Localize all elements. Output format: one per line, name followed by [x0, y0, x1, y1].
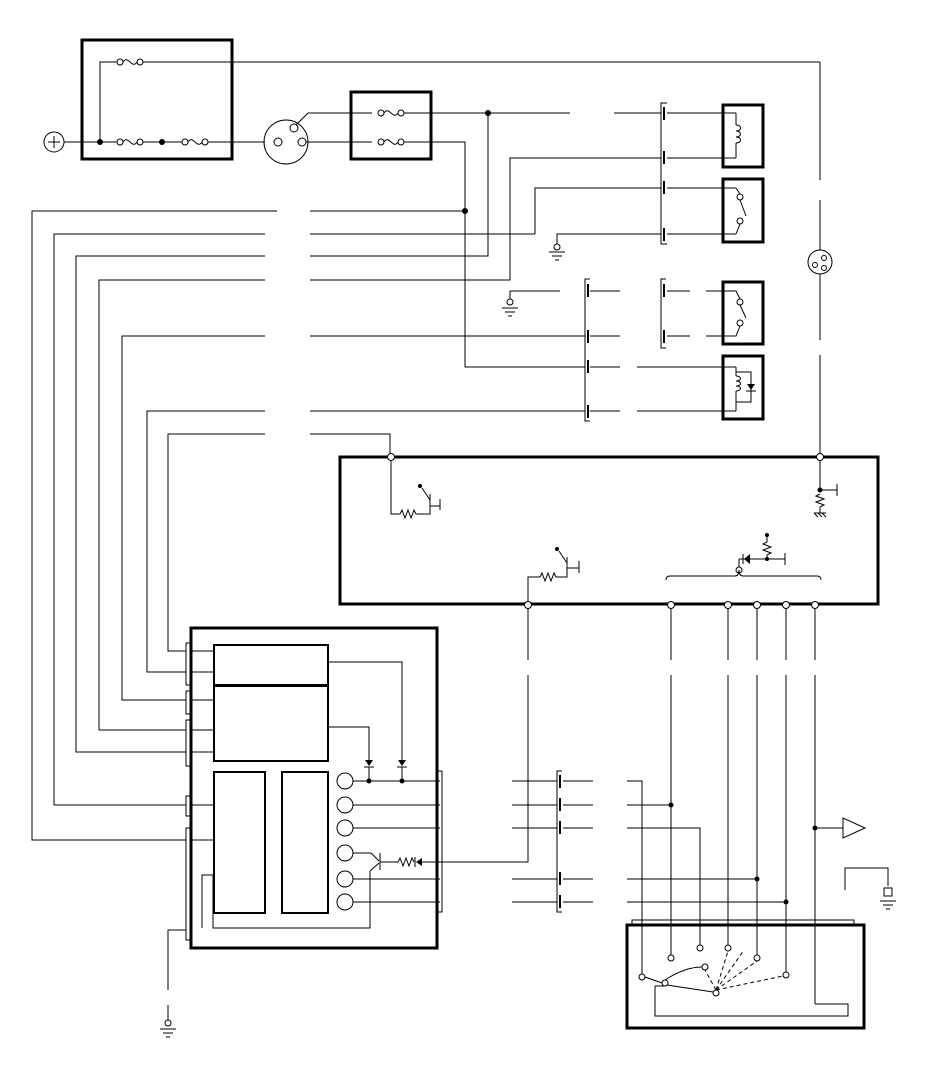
fuse-icon: [100, 138, 144, 146]
fuse-box: [80, 38, 820, 161]
diode-icon: [397, 760, 407, 768]
resistor-icon: [761, 533, 773, 559]
ground-icon: [160, 929, 186, 1038]
relay-icon: [721, 177, 765, 244]
ignition-switch-icon[interactable]: [263, 112, 372, 165]
relay-icon: [721, 354, 765, 421]
diode-network: [665, 533, 822, 581]
diode-icon: [742, 554, 750, 564]
fuse-icon: [377, 138, 405, 146]
rotary-switch-module: [625, 919, 866, 1030]
harness-wires: [31, 157, 614, 841]
fuse-box-secondary: [349, 90, 570, 368]
connector-lower: [512, 770, 789, 925]
battery-positive-icon: [43, 131, 100, 153]
transistor-icon: [390, 461, 441, 520]
fuse-icon: [377, 109, 405, 117]
diode-icon: [746, 384, 756, 392]
resistor-icon: [813, 461, 838, 518]
control-module: [338, 453, 880, 609]
lamp-icon: [807, 249, 833, 275]
fuse-icon: [99, 58, 144, 142]
relay-icon: [706, 280, 765, 346]
transistor-icon: [527, 547, 580, 601]
diode-icon: [364, 760, 374, 768]
fuse-icon: [181, 138, 209, 146]
rotary-switch-icon[interactable]: [644, 949, 849, 1017]
ground-icon: [502, 290, 560, 317]
connector-middle: [570, 278, 736, 422]
connector-upper: [614, 102, 736, 245]
module-output-wires: [440, 609, 816, 925]
ground-icon: [844, 867, 896, 910]
transistor-icon: [201, 852, 440, 929]
amplifier-icon: [812, 817, 867, 839]
relay-icon: [721, 103, 765, 169]
ecu-module: [185, 626, 443, 950]
ground-icon: [549, 233, 614, 261]
